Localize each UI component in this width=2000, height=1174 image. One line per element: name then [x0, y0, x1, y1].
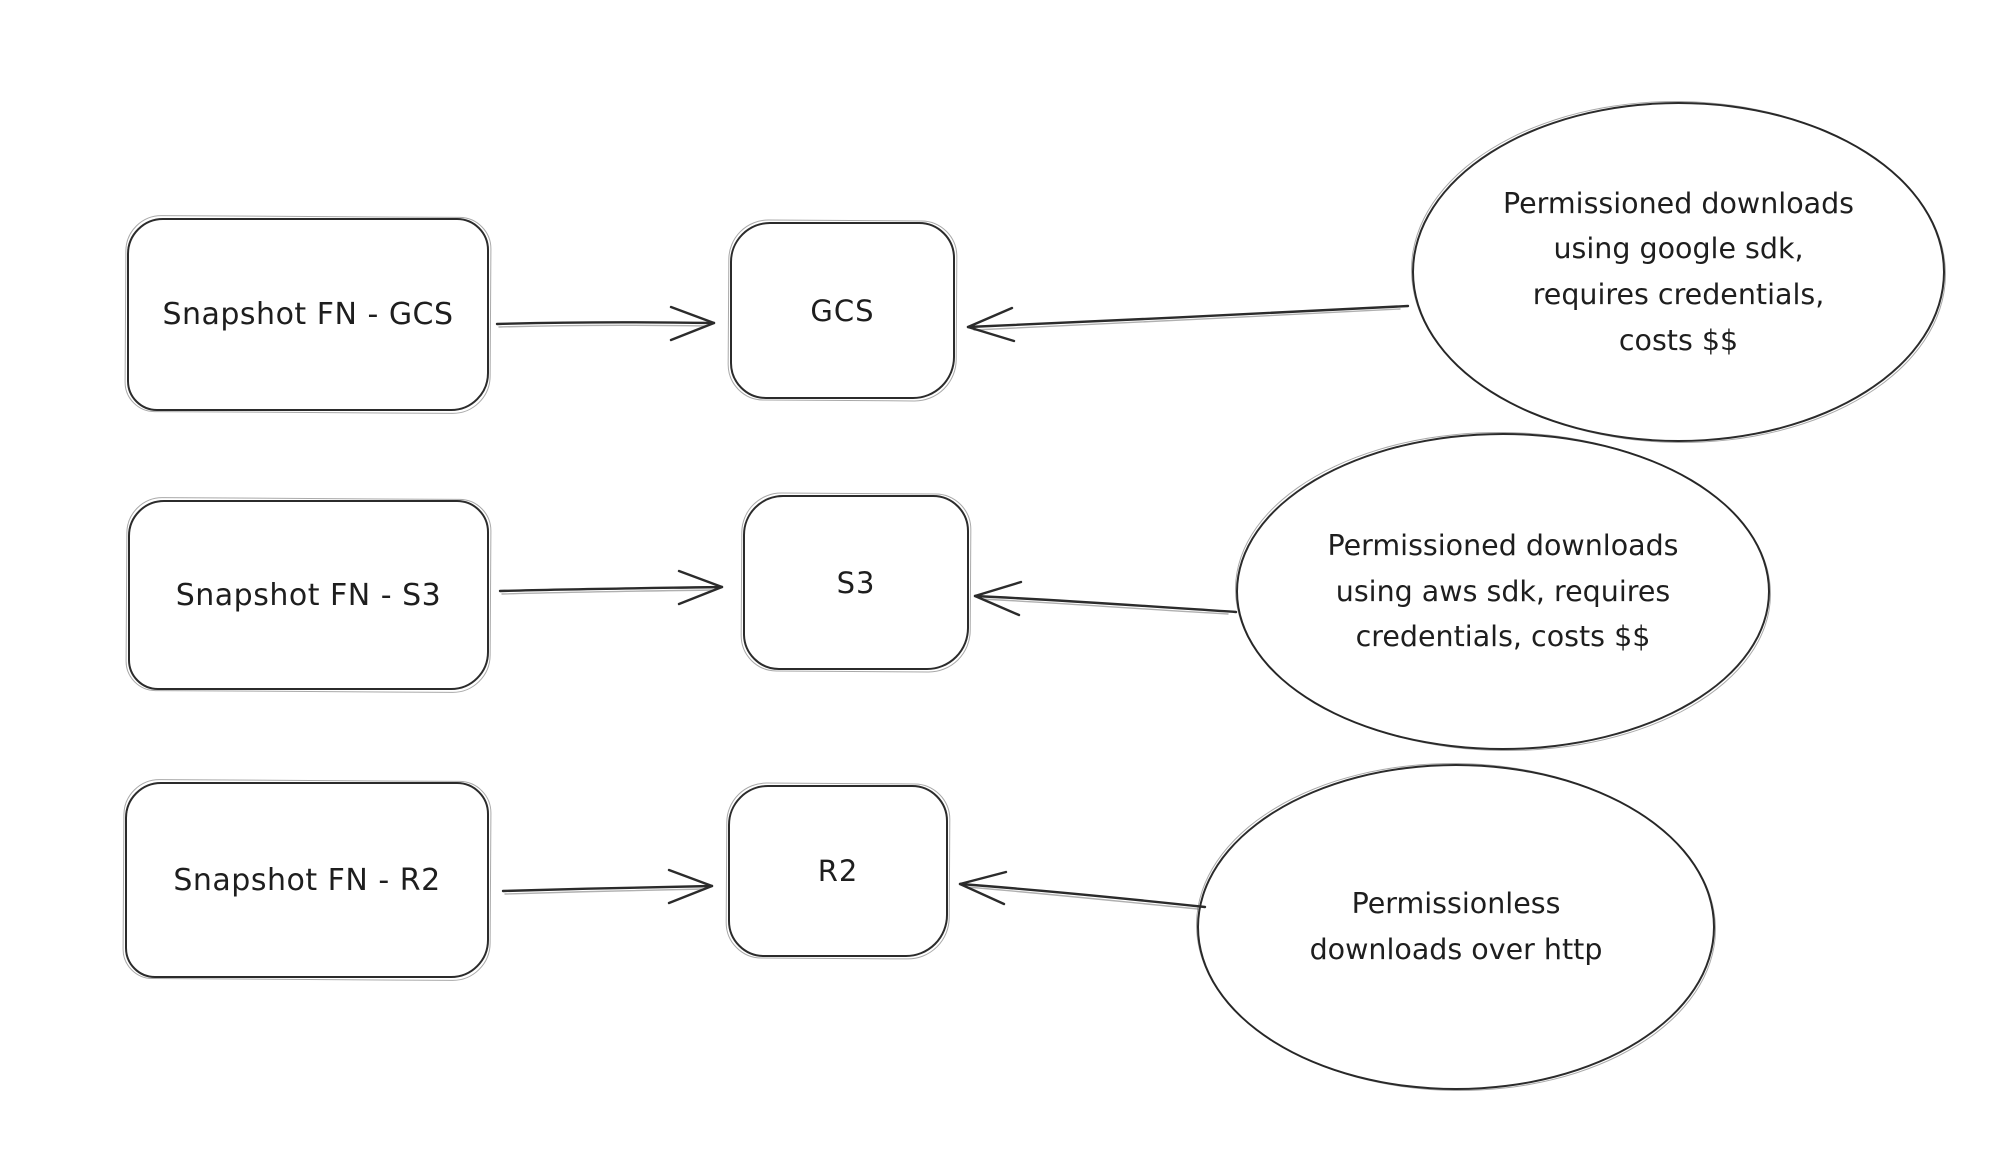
note-ellipse-gcs-text: Permissioned downloads using google sdk,…	[1502, 186, 1855, 357]
note-ellipse-r2-text: Permissionless downloads over http	[1309, 887, 1603, 966]
arrow-note-s3-to-s3	[973, 580, 1238, 617]
arrow-note-gcs-to-gcs	[966, 304, 1410, 343]
node-gcs-bucket: GCS	[730, 222, 955, 399]
node-snapshot-fn-s3: Snapshot FN - S3	[128, 500, 489, 690]
arrow-note-r2-to-r2	[958, 870, 1207, 910]
node-r2-bucket: R2	[728, 785, 948, 957]
arrow-snapshot-gcs-to-gcs	[495, 305, 716, 342]
node-r2-bucket-label: R2	[817, 854, 859, 888]
arrow-snapshot-s3-to-s3	[498, 569, 724, 606]
arrow-snapshot-r2-to-r2	[501, 868, 714, 905]
node-snapshot-fn-r2: Snapshot FN - R2	[125, 782, 489, 978]
node-snapshot-fn-gcs-label: Snapshot FN - GCS	[162, 297, 454, 332]
node-s3-bucket-label: S3	[836, 565, 876, 600]
note-ellipse-s3: Permissioned downloads using aws sdk, re…	[1236, 433, 1770, 750]
node-snapshot-fn-s3-label: Snapshot FN - S3	[175, 577, 442, 613]
note-ellipse-s3-text: Permissioned downloads using aws sdk, re…	[1327, 529, 1679, 654]
note-ellipse-r2: Permissionless downloads over http	[1197, 764, 1715, 1090]
node-snapshot-fn-r2-label: Snapshot FN - R2	[173, 862, 441, 898]
node-s3-bucket: S3	[743, 495, 969, 670]
note-ellipse-gcs: Permissioned downloads using google sdk,…	[1412, 102, 1945, 442]
node-gcs-bucket-label: GCS	[810, 293, 875, 328]
node-snapshot-fn-gcs: Snapshot FN - GCS	[127, 218, 489, 411]
